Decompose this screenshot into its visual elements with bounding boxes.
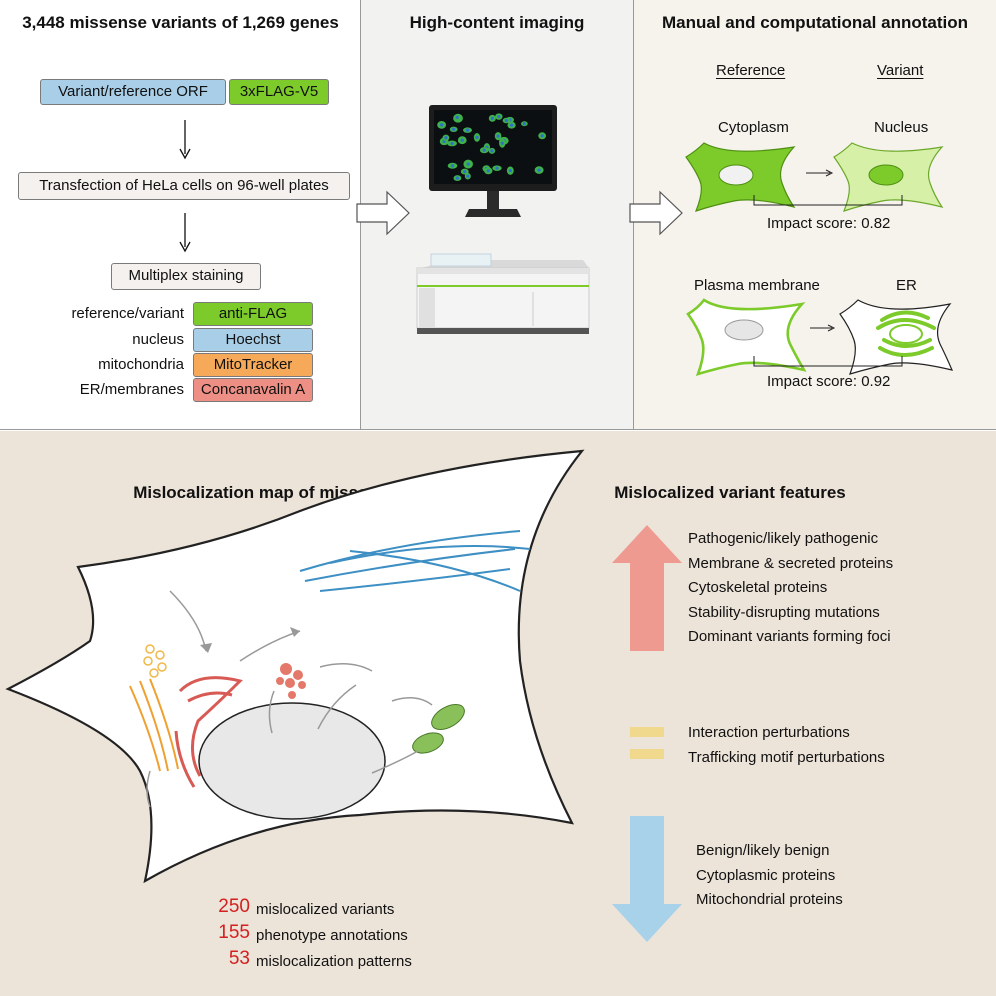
flow-arrow-2 xyxy=(179,213,191,253)
enriched-feature-3: Cytoskeletal proteins xyxy=(688,579,828,596)
neutral-feature-2: Trafficking motif perturbations xyxy=(688,748,885,766)
stain-reagent-2: Hoechst xyxy=(193,328,313,352)
neutral-feature-1: Interaction perturbations xyxy=(688,724,850,741)
panel-results: Mislocalization map of missense variants… xyxy=(0,431,996,996)
cytoskeleton-filaments xyxy=(299,530,531,592)
stain-target-2: nucleus xyxy=(132,331,184,348)
microscopy-nucleus xyxy=(452,127,456,131)
microscopy-nucleus xyxy=(450,141,454,146)
nucleus-shape xyxy=(198,702,386,820)
stat-number-1: 250 xyxy=(218,896,250,917)
microscopy-nucleus xyxy=(455,176,460,180)
enriched-up-arrow xyxy=(612,525,682,651)
depleted-down-arrow xyxy=(612,816,682,942)
microscopy-nucleus xyxy=(504,118,508,123)
neutral-bar-2 xyxy=(630,749,664,759)
depleted-feature-2: Cytoplasmic proteins xyxy=(696,866,836,884)
stat-label-2: phenotype annotations xyxy=(256,927,408,944)
microscopy-nucleus xyxy=(465,128,470,132)
example2-to: ER xyxy=(896,277,917,294)
mislocalization-cell-map xyxy=(5,449,585,884)
panel-annotation-title: Manual and computational annotation xyxy=(662,13,968,32)
microscopy-nucleus xyxy=(466,174,470,178)
microscopy-nucleus xyxy=(440,123,444,127)
enriched-feature-5: Dominant variants forming foci xyxy=(688,628,891,645)
stain-target-1: reference/variant xyxy=(71,305,184,322)
microscopy-nucleus xyxy=(460,138,464,142)
microscopy-nucleus xyxy=(450,164,455,168)
enriched-feature-1: Pathogenic/likely pathogenic xyxy=(688,530,879,547)
microscopy-nucleus xyxy=(495,166,499,170)
transfection-box: Transfection of HeLa cells on 96-well pl… xyxy=(18,172,350,200)
example1-from: Cytoplasm xyxy=(718,119,789,136)
microscopy-nucleus xyxy=(540,134,544,138)
golgi-shape xyxy=(129,678,179,772)
depleted-feature-1: Benign/likely benign xyxy=(696,842,830,859)
example1-to: Nucleus xyxy=(874,119,929,136)
microscopy-nucleus xyxy=(500,141,504,145)
microscopy-nucleus xyxy=(463,169,467,174)
microscopy-nucleus xyxy=(475,135,479,140)
enriched-feature-2: Membrane & secreted proteins xyxy=(688,554,894,572)
example1-score: Impact score: 0.82 xyxy=(767,215,891,232)
er-shape xyxy=(174,676,243,788)
microscopy-nucleus xyxy=(490,116,494,120)
orf-box: Variant/reference ORF xyxy=(40,79,226,105)
stain-target-4: ER/membranes xyxy=(79,381,184,398)
microscopy-nucleus xyxy=(455,115,459,119)
monitor-icon xyxy=(429,105,557,217)
tag-box: 3xFLAG-V5 xyxy=(229,79,329,105)
mitochondria-shape xyxy=(412,704,465,754)
microscopy-nucleus xyxy=(522,122,526,126)
reference-header: Reference xyxy=(716,62,786,79)
microscopy-nucleus xyxy=(490,149,494,153)
flow-arrow-panel1-2 xyxy=(356,190,410,236)
features-title: Mislocalized variant features xyxy=(614,483,846,502)
microscopy-nucleus xyxy=(497,114,501,119)
panel-design-title: 3,448 missense variants of 1,269 genes xyxy=(22,13,339,32)
stat-label-1: mislocalized variants xyxy=(256,901,395,918)
flow-arrow-panel2-3 xyxy=(629,190,683,236)
stat-number-2: 155 xyxy=(218,922,250,943)
microscopy-nucleus xyxy=(496,134,500,138)
neutral-features-list: Interaction perturbations Trafficking mo… xyxy=(688,721,885,770)
microscopy-nucleus xyxy=(508,169,512,173)
stain-target-3: mitochondria xyxy=(98,356,184,373)
microscopy-nucleus xyxy=(509,123,514,127)
stain-reagent-1: anti-FLAG xyxy=(193,302,313,326)
imaging-system-icon xyxy=(416,253,590,334)
variant-header: Variant xyxy=(877,62,924,79)
flow-arrow-1 xyxy=(179,120,191,160)
stain-reagent-3: MitoTracker xyxy=(193,353,313,377)
microscopy-nucleus xyxy=(537,168,541,172)
stat-number-3: 53 xyxy=(228,948,250,969)
microscopy-nucleus xyxy=(486,169,490,173)
stat-label-3: mislocalization patterns xyxy=(256,953,412,970)
panel-annotation: Manual and computational annotation Refe… xyxy=(634,0,996,430)
depleted-features-list: Benign/likely benign Cytoplasmic protein… xyxy=(696,839,843,913)
cell-cytoplasm-diagram xyxy=(685,142,944,212)
microscopy-nucleus xyxy=(444,136,448,140)
microscopy-nucleus xyxy=(466,162,470,166)
example2-from: Plasma membrane xyxy=(694,277,820,294)
microscopy-nucleus xyxy=(482,148,486,152)
cell-membrane-diagram xyxy=(686,298,954,376)
staining-box: Multiplex staining xyxy=(111,263,261,290)
example2-score: Impact score: 0.92 xyxy=(767,373,891,390)
depleted-feature-3: Mitochondrial proteins xyxy=(696,891,843,908)
stain-reagent-4: Concanavalin A xyxy=(193,378,313,402)
panel-imaging-title: High-content imaging xyxy=(409,13,585,32)
neutral-bar-1 xyxy=(630,727,664,737)
panel-design: 3,448 missense variants of 1,269 genes V… xyxy=(0,0,361,430)
foci-shape xyxy=(276,663,306,699)
enriched-feature-4: Stability-disrupting mutations xyxy=(688,603,880,621)
enriched-features-list: Pathogenic/likely pathogenic Membrane & … xyxy=(688,527,893,650)
